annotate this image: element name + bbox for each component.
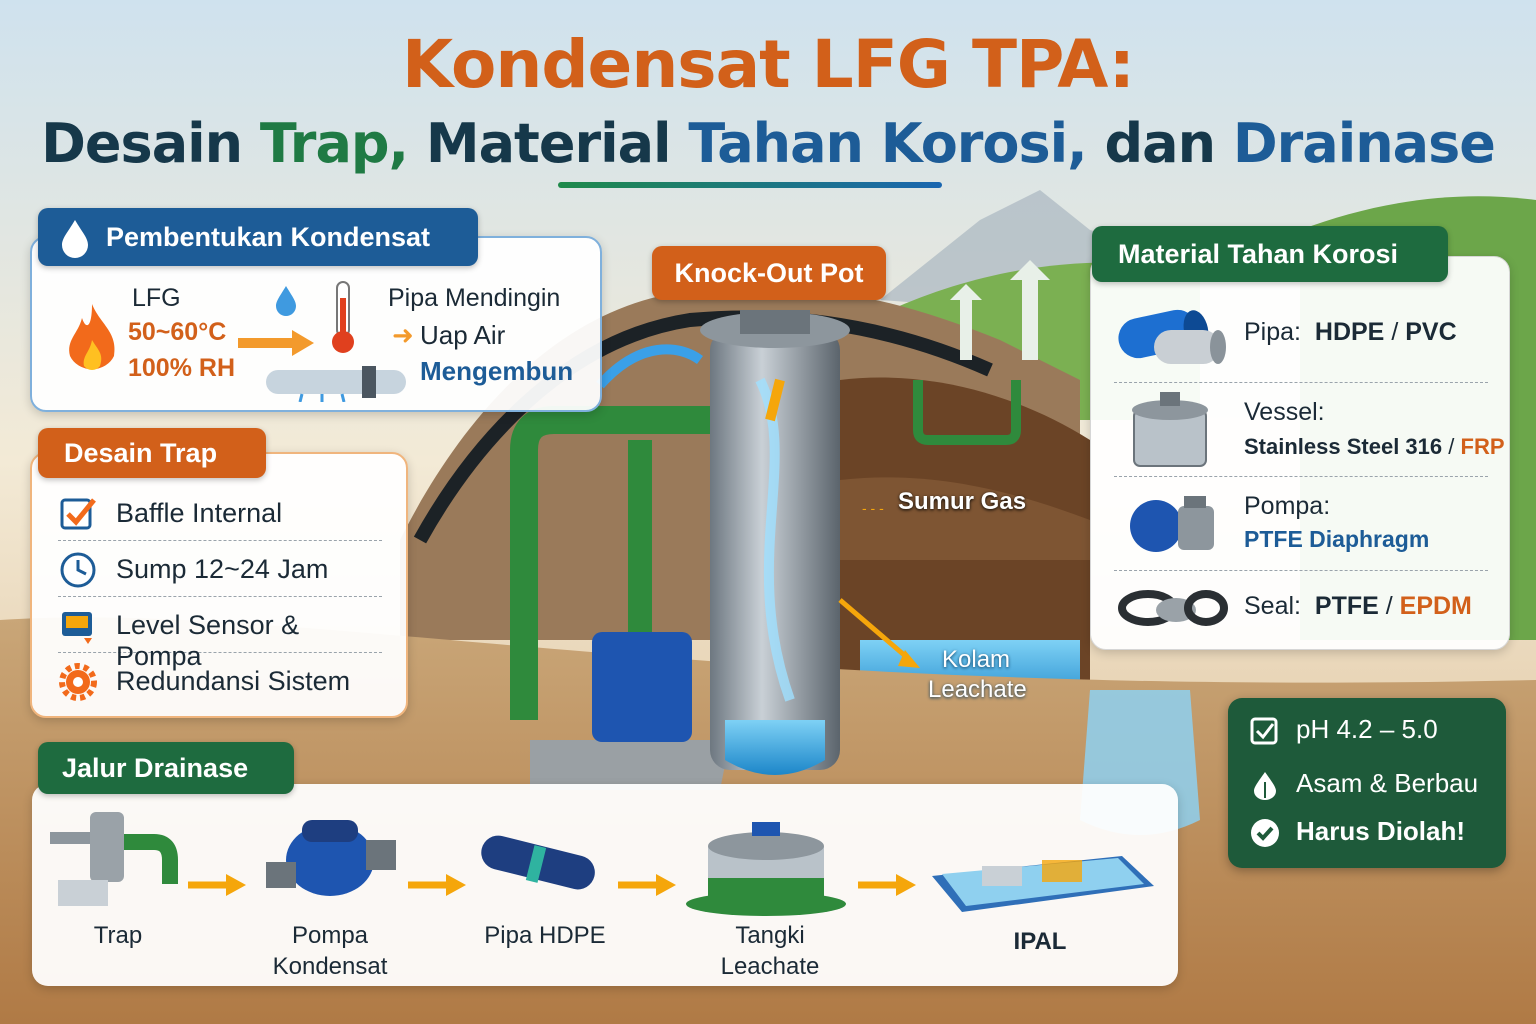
list-item: Level Sensor & Pompa [58,598,382,671]
seal-material: Seal: PTFE / EPDM [1244,592,1472,620]
step-label: IPAL [1013,928,1067,955]
page-title: Kondensat LFG TPA: [402,26,1135,103]
kolam-label: Kolam [942,646,1011,673]
ph-row: Harus Diolah! [1250,816,1465,848]
title-underline [558,182,942,188]
list-item: Seal: PTFE / EPDM [1114,572,1488,642]
ph-info-box: pH 4.2 – 5.0 Asam & Berbau Harus Diolah! [1228,698,1506,868]
small-arrow-icon: ➜ [392,320,414,350]
storage-tank-icon [686,822,846,916]
diaphragm-pump-icon [1130,496,1214,552]
drainase-heading: Jalur Drainase [38,742,294,794]
hdpe-pipe-icon [481,835,595,890]
pompa-material: PTFE Diaphragm [1244,526,1430,552]
checkbox-icon [60,498,96,530]
water-drop-icon [276,286,296,316]
arrow-right-icon [618,874,676,896]
water-drop-icon [62,220,88,258]
pump-icon [266,820,396,896]
clock-icon [60,552,96,588]
knockout-pot-label: Knock-Out Pot [652,246,886,300]
step-label: Trap [93,922,143,949]
gear-icon [59,663,97,701]
page-subtitle: Desain Trap, Material Tahan Korosi, dan … [41,112,1496,175]
list-item: Sump 12~24 Jam [58,542,382,597]
pembentukan-heading: Pembentukan Kondensat [38,208,478,266]
vessel-label: Vessel: [1244,398,1325,426]
material-heading: Material Tahan Korosi [1092,226,1448,282]
checkbox-icon [1250,717,1278,745]
arrow-right-icon [188,874,246,896]
arrow-right-icon [858,874,916,896]
ph-row: pH 4.2 – 5.0 [1250,714,1438,746]
vessel-icon [1132,392,1208,467]
list-item: Baffle Internal [58,486,382,541]
flame-icon [69,304,115,370]
cooling-pipe-icon [266,366,406,402]
list-item: Vessel: Stainless Steel 316 / FRP [1114,384,1505,477]
ipal-treatment-plant-icon [932,856,1154,912]
lfg-humidity: 100% RH [128,354,235,382]
pipe-icon [1118,309,1226,364]
pompa-label: Pompa: [1244,492,1331,520]
leaf-drop-icon [1254,772,1276,801]
ph-row: Asam & Berbau [1250,768,1478,801]
lfg-temperature: 50~60°C [128,318,227,346]
uap-air-label: Uap Air [420,320,506,350]
pipa-material: Pipa: HDPE / PVC [1244,318,1457,346]
seal-ring-icon [1118,590,1228,626]
trap-icon [50,812,178,906]
sensor-icon [62,612,92,644]
list-item: Pompa: PTFE Diaphragm [1114,478,1488,571]
list-item: Pipa: HDPE / PVC [1114,290,1488,383]
leachate-label: Leachate [928,676,1027,703]
thermometer-icon [332,281,354,353]
desain-trap-heading: Desain Trap [38,428,266,478]
mengembun-label: Mengembun [420,356,574,386]
dashed-pointer-icon: - - - [862,500,884,516]
lfg-label: LFG [132,284,181,312]
check-circle-icon [1251,819,1279,848]
sumur-gas-label: Sumur Gas [898,488,1027,515]
list-item: Redundansi Sistem [58,654,382,708]
arrow-right-icon [408,874,466,896]
pipa-mendingin-label: Pipa Mendingin [388,284,561,312]
vessel-material: Stainless Steel 316 / FRP [1244,434,1505,459]
step-label: Pipa HDPE [484,922,606,949]
arrow-right-icon [238,330,314,356]
